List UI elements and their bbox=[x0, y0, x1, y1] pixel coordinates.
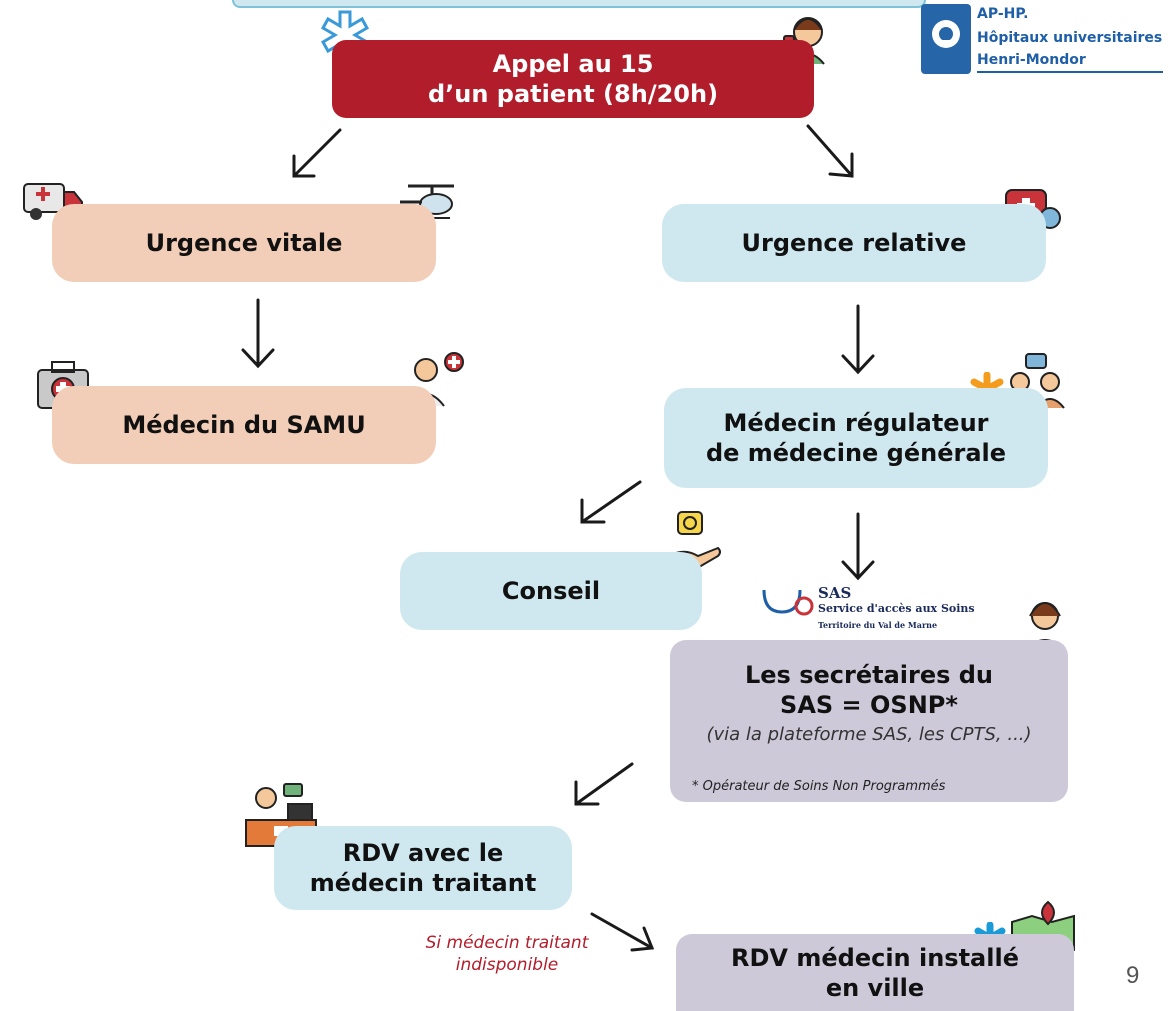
conseil-box: Conseil bbox=[400, 552, 702, 630]
regulateur-line1: Médecin régulateur bbox=[723, 409, 989, 437]
page-number: 9 bbox=[1126, 962, 1140, 989]
arrow-to-rdv-ville bbox=[590, 912, 655, 952]
secretaires-line2: SAS = OSNP* bbox=[780, 691, 958, 719]
sas-logo: SAS Service d'accès aux Soins Territoire… bbox=[760, 582, 980, 636]
rdv-medecin-ville-box: RDV médecin installé en ville bbox=[676, 934, 1074, 1011]
medecin-regulateur-box: Médecin régulateur de médecine générale bbox=[664, 388, 1048, 488]
annotation-line2: indisponible bbox=[455, 955, 559, 975]
arrow-to-rdv-traitant bbox=[574, 762, 634, 806]
rdv-ville-line1: RDV médecin installé bbox=[731, 943, 1019, 972]
aphp-logo: AP-HP. Hôpitaux universitaires Henri-Mon… bbox=[921, 4, 1166, 76]
conseil-label: Conseil bbox=[501, 577, 601, 605]
rdv-traitant-line1: RDV avec le bbox=[342, 839, 504, 867]
urgence-vitale-box: Urgence vitale bbox=[52, 204, 436, 282]
arrow-to-medecin-samu bbox=[241, 298, 275, 369]
arrow-to-urgence-relative bbox=[806, 124, 854, 178]
call-box-line2: d’un patient (8h/20h) bbox=[427, 80, 719, 108]
urgence-relative-box: Urgence relative bbox=[662, 204, 1046, 282]
logo-line3: Henri-Mondor bbox=[977, 52, 1086, 68]
regulateur-line2: de médecine générale bbox=[705, 439, 1007, 467]
call-box-line1: Appel au 15 bbox=[492, 50, 654, 78]
call-box: Appel au 15 d’un patient (8h/20h) bbox=[332, 40, 814, 118]
secretaires-sas-box: Les secrétaires du SAS = OSNP* (via la p… bbox=[670, 640, 1068, 802]
rdv-traitant-line2: médecin traitant bbox=[309, 869, 537, 897]
arrow-to-regulateur bbox=[841, 304, 875, 375]
aphp-logo-mark bbox=[921, 4, 971, 74]
rdv-ville-line2: en ville bbox=[825, 973, 925, 1002]
logo-underline bbox=[977, 71, 1163, 73]
secretaires-note: * Opérateur de Soins Non Programmés bbox=[692, 779, 946, 794]
arrow-to-conseil bbox=[580, 480, 642, 524]
secretaires-line1: Les secrétaires du bbox=[744, 661, 994, 689]
sas-title: SAS bbox=[818, 584, 852, 602]
arrow-to-sas bbox=[841, 512, 875, 581]
secretaires-line3: (via la plateforme SAS, les CPTS, ...) bbox=[706, 724, 1032, 745]
sas-territory: Territoire du Val de Marne bbox=[818, 620, 938, 630]
medecin-samu-box: Médecin du SAMU bbox=[52, 386, 436, 464]
stethoscope-icon bbox=[762, 589, 814, 616]
urgence-vitale-label: Urgence vitale bbox=[145, 229, 343, 257]
annotation-line1: Si médecin traitant bbox=[425, 933, 589, 953]
annotation-si-medecin-indisponible: Si médecin traitant indisponible bbox=[400, 932, 614, 976]
sas-subtitle: Service d'accès aux Soins bbox=[818, 602, 975, 615]
logo-line1: AP-HP. bbox=[977, 6, 1029, 22]
rdv-medecin-traitant-box: RDV avec le médecin traitant bbox=[274, 826, 572, 910]
medecin-samu-label: Médecin du SAMU bbox=[122, 411, 366, 439]
arrow-to-urgence-vitale bbox=[292, 128, 342, 178]
urgence-relative-label: Urgence relative bbox=[741, 229, 967, 257]
logo-line2: Hôpitaux universitaires bbox=[977, 30, 1163, 46]
